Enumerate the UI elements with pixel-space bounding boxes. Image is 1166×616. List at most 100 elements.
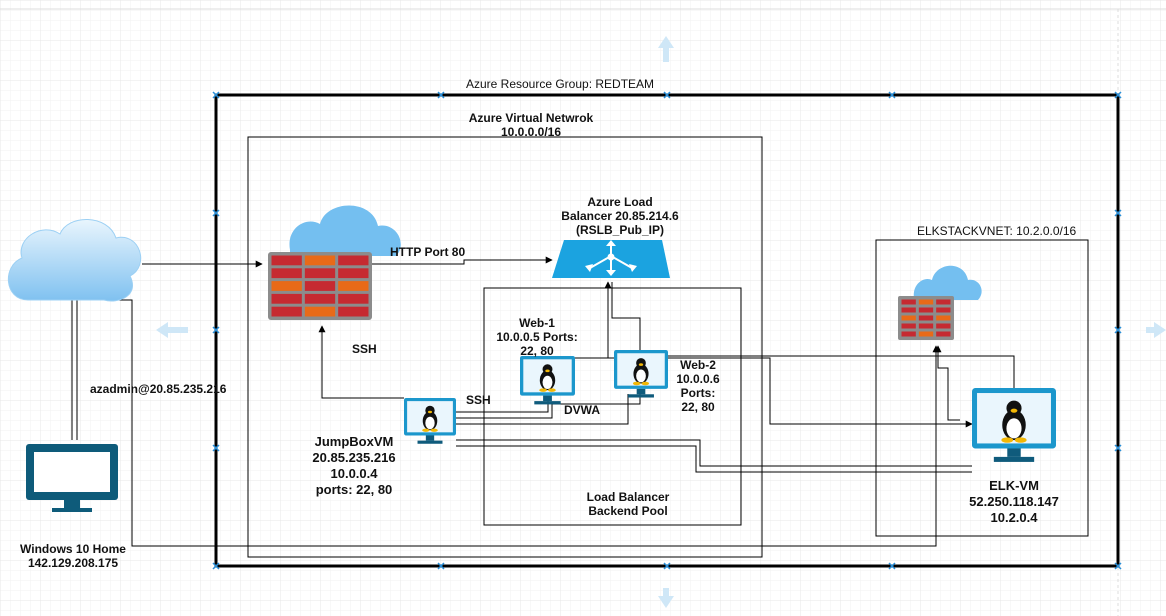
edge-jumpbox-to-web2-b[interactable] — [456, 394, 629, 425]
tux-foot-icon — [1014, 437, 1027, 443]
tux-belly-icon — [636, 369, 646, 383]
tux-foot-icon — [539, 388, 547, 392]
web2-line2: 10.0.0.6 — [676, 372, 720, 386]
selection-handles — [212, 91, 1122, 570]
web1-label: Web-1 10.0.0.5 Ports: 22, 80 — [482, 316, 592, 358]
edge-windows-to-elk-firewall[interactable] — [104, 299, 940, 547]
tux-foot-icon — [632, 381, 641, 386]
edge-elk-vm-to-elk-firewall[interactable] — [934, 345, 960, 421]
elk-vm-label: ELK-VM 52.250.118.147 10.2.0.4 — [944, 478, 1084, 526]
firewall-brick — [918, 323, 934, 329]
edge-jumpbox-to-firewall[interactable] — [318, 325, 404, 399]
ssh-firewall-label: SSH — [352, 342, 377, 356]
vnet-title-line2: 10.0.0.0/16 — [500, 125, 562, 139]
firewall-brick — [901, 299, 916, 305]
edge-web2-to-elk-vm[interactable] — [668, 355, 1015, 388]
tux-beak-icon — [545, 369, 550, 373]
tux-beak-icon — [1010, 408, 1018, 413]
backend-pool-line2: Backend Pool — [588, 504, 668, 518]
firewall-brick — [918, 299, 934, 305]
firewall-brick — [918, 331, 934, 337]
dvwa-label: DVWA — [564, 403, 600, 417]
jumpbox-vm-icon[interactable] — [404, 398, 456, 444]
firewall-brick — [304, 255, 336, 266]
web1-vm-icon[interactable] — [520, 356, 575, 405]
tux-foot-icon — [1001, 437, 1014, 443]
elk-vm-icon[interactable] — [972, 388, 1056, 462]
jumpbox-line2: 20.85.235.216 — [312, 450, 396, 465]
tux-belly-icon — [425, 416, 435, 430]
vm-stand — [636, 388, 646, 395]
guide-arrow-right-icon — [1146, 322, 1166, 338]
vnet-title: Azure Virtual Netwrok 10.0.0.0/16 — [420, 111, 642, 139]
firewall-brick — [936, 307, 951, 313]
firewall-brick — [936, 331, 951, 337]
tux-foot-icon — [548, 388, 556, 392]
vm-base — [628, 394, 654, 398]
firewall-brick — [338, 293, 369, 304]
guide-arrows — [156, 36, 1166, 608]
firewall-icon[interactable] — [268, 205, 401, 321]
edge-web-to-elk[interactable] — [575, 357, 973, 428]
vm-stand — [1007, 448, 1021, 457]
tux-belly-icon — [1006, 418, 1022, 439]
jumpbox-line1: JumpBoxVM — [314, 434, 394, 449]
tux-head-icon — [1006, 400, 1022, 416]
vm-base — [993, 456, 1035, 462]
firewall-brick — [338, 306, 369, 317]
load-balancer-icon[interactable] — [552, 240, 670, 278]
elk-vnet-boundary[interactable] — [875, 239, 1089, 537]
lb-line1: Azure Load — [587, 195, 653, 209]
web2-line1: Web-2 — [680, 358, 716, 372]
windows-monitor-icon[interactable] — [26, 444, 118, 512]
web2-vm-icon[interactable] — [614, 350, 668, 398]
tux-head-icon — [542, 364, 553, 375]
elk-line2: 52.250.118.147 — [969, 494, 1059, 509]
jumpbox-line4: ports: 22, 80 — [315, 482, 393, 497]
firewall-brick — [271, 281, 302, 291]
firewall-brick — [271, 255, 302, 266]
firewall-brick — [901, 307, 916, 313]
firewall-brick — [338, 255, 369, 266]
firewall-brick — [936, 299, 951, 305]
vnet-title-line1: Azure Virtual Netwrok — [468, 111, 594, 125]
tux-head-icon — [636, 358, 646, 368]
tux-beak-icon — [638, 363, 644, 366]
http-port-label: HTTP Port 80 — [390, 245, 466, 259]
edge-web2-to-lb[interactable] — [611, 282, 641, 350]
windows-line1: Windows 10 Home — [20, 542, 126, 556]
firewall-brick — [918, 307, 934, 313]
lb-line3: (RSLB_Pub_IP) — [575, 223, 664, 237]
tux-foot-icon — [641, 381, 650, 386]
jumpbox-label: JumpBoxVM 20.85.235.216 10.0.0.4 ports: … — [292, 434, 416, 498]
windows-line2: 142.129.208.175 — [27, 556, 119, 570]
firewall-brick — [304, 281, 336, 291]
firewall-brick — [936, 315, 951, 321]
firewall-brick — [271, 268, 302, 279]
lb-line2: Balancer 20.85.214.6 — [561, 209, 679, 223]
edge-jumpbox-to-elk-b[interactable] — [456, 445, 972, 473]
web2-line4: 22, 80 — [681, 400, 715, 414]
elk-line3: 10.2.0.4 — [990, 510, 1038, 525]
web2-line3: Ports: — [680, 386, 716, 400]
vm-base — [417, 440, 443, 444]
resource-group-title: Azure Resource Group: REDTEAM — [465, 77, 655, 91]
backend-pool-line1: Load Balancer — [586, 490, 670, 504]
firewall-brick — [271, 293, 302, 304]
elk-firewall-icon[interactable] — [898, 265, 982, 340]
windows-host-label: Windows 10 Home 142.129.208.175 — [6, 542, 140, 570]
guide-arrow-left-icon — [156, 322, 188, 338]
firewall-brick — [338, 268, 369, 279]
tux-foot-icon — [430, 428, 438, 432]
jumpbox-line3: 10.0.0.4 — [330, 466, 378, 481]
firewall-brick — [304, 293, 336, 304]
internet-cloud-icon[interactable] — [7, 219, 142, 302]
virtual-network-boundary[interactable] — [247, 136, 763, 558]
edge-jumpbox-to-elk[interactable] — [456, 439, 972, 467]
tux-beak-icon — [427, 410, 433, 414]
tux-foot-icon — [422, 428, 430, 432]
edge-firewall-to-lb[interactable] — [372, 256, 553, 265]
vm-stand — [543, 395, 552, 402]
vm-stand — [425, 435, 435, 441]
